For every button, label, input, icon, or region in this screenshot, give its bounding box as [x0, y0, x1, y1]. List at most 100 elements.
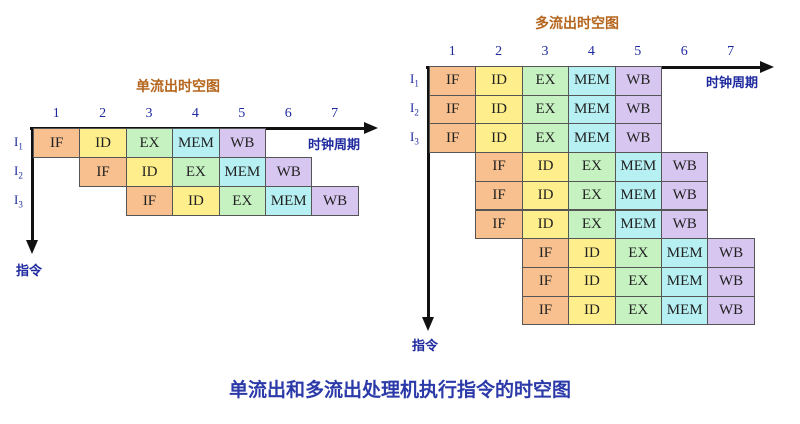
right-stage-if-r9: IF [521, 295, 570, 326]
single-issue-instr-axis-label: 指令 [16, 264, 43, 279]
right-tick-5: 5 [634, 44, 642, 59]
right-stage-id-r6: ID [521, 209, 570, 240]
right-stage-if-r4: IF [475, 152, 523, 182]
right-tick-4: 4 [587, 44, 595, 59]
left-tick-1: 1 [52, 106, 60, 121]
right-stage-ex-r3: EX [521, 123, 570, 154]
right-stage-ex-r6: EX [568, 209, 616, 240]
right-stage-id-r4: ID [521, 152, 570, 182]
right-stage-wb-r1: WB [614, 66, 662, 96]
single-issue-instr-axis [31, 127, 34, 241]
left-stage-mem-r1: MEM [172, 128, 220, 158]
left-stage-id-r3: ID [172, 186, 220, 216]
right-instr-label-3: I3 [410, 129, 419, 147]
right-tick-2: 2 [495, 44, 503, 59]
single-issue-time-axis-label: 时钟周期 [308, 138, 361, 153]
right-instr-label-1: I1 [410, 71, 419, 89]
left-stage-mem-r3: MEM [265, 186, 313, 216]
left-stage-if-r1: IF [33, 128, 81, 158]
right-stage-ex-r9: EX [614, 295, 662, 326]
right-stage-id-r8: ID [568, 266, 616, 297]
instr-letter: I [14, 191, 19, 207]
multi-issue-instr-axis-arrow [422, 317, 434, 331]
left-stage-mem-r2: MEM [218, 157, 266, 187]
right-stage-if-r6: IF [475, 209, 523, 240]
instr-index: 3 [18, 199, 23, 210]
right-stage-ex-r8: EX [614, 266, 662, 297]
instr-letter: I [14, 133, 19, 149]
right-stage-id-r5: ID [521, 180, 570, 211]
right-stage-id-r3: ID [475, 123, 523, 154]
right-stage-mem-r6: MEM [614, 209, 662, 240]
right-stage-id-r2: ID [475, 94, 523, 125]
right-stage-ex-r7: EX [614, 238, 662, 268]
multi-issue-instr-axis-label: 指令 [412, 339, 439, 354]
left-stage-wb-r2: WB [265, 157, 313, 187]
left-stage-wb-r1: WB [218, 128, 266, 158]
instr-index: 3 [414, 136, 419, 147]
right-stage-ex-r5: EX [568, 180, 616, 211]
right-stage-if-r3: IF [429, 123, 477, 154]
right-stage-mem-r3: MEM [568, 123, 616, 154]
right-stage-wb-r4: WB [661, 152, 709, 182]
instr-letter: I [410, 71, 415, 87]
right-instr-label-2: I2 [410, 100, 419, 118]
instr-letter: I [410, 100, 415, 116]
right-stage-id-r1: ID [475, 66, 523, 96]
single-issue-time-axis-arrow [364, 122, 378, 134]
left-stage-wb-r3: WB [311, 186, 359, 216]
right-tick-1: 1 [448, 44, 456, 59]
right-tick-3: 3 [541, 44, 549, 59]
right-stage-wb-r3: WB [614, 123, 662, 154]
multi-issue-time-axis-label: 时钟周期 [706, 76, 759, 91]
left-stage-ex-r2: EX [172, 157, 220, 187]
right-stage-ex-r4: EX [568, 152, 616, 182]
left-instr-label-2: I2 [14, 163, 23, 181]
right-stage-ex-r1: EX [521, 66, 570, 96]
single-issue-title: 单流出时空图 [136, 79, 220, 95]
right-stage-mem-r1: MEM [568, 66, 616, 96]
right-stage-wb-r2: WB [614, 94, 662, 125]
instr-index: 2 [414, 107, 419, 118]
left-stage-if-r2: IF [79, 157, 127, 187]
right-stage-if-r1: IF [429, 66, 477, 96]
instr-letter: I [410, 128, 415, 144]
instr-index: 2 [18, 170, 23, 181]
left-stage-ex-r3: EX [218, 186, 266, 216]
left-tick-2: 2 [99, 106, 107, 121]
figure-caption: 单流出和多流出处理机执行指令的时空图 [228, 379, 571, 401]
right-tick-7: 7 [727, 44, 735, 59]
single-issue-instr-axis-arrow [26, 240, 38, 254]
right-stage-if-r2: IF [429, 94, 477, 125]
right-stage-id-r7: ID [568, 238, 616, 268]
right-stage-if-r7: IF [521, 238, 570, 268]
left-stage-ex-r1: EX [125, 128, 174, 158]
right-stage-wb-r5: WB [661, 180, 709, 211]
right-stage-mem-r8: MEM [661, 266, 709, 297]
left-stage-id-r1: ID [79, 128, 127, 158]
left-tick-7: 7 [331, 106, 339, 121]
right-stage-wb-r7: WB [707, 238, 755, 268]
left-stage-if-r3: IF [125, 186, 174, 216]
left-tick-3: 3 [145, 106, 153, 121]
instr-letter: I [14, 162, 19, 178]
left-stage-id-r2: ID [125, 157, 174, 187]
multi-issue-instr-axis [427, 66, 430, 318]
right-stage-mem-r4: MEM [614, 152, 662, 182]
right-stage-wb-r8: WB [707, 266, 755, 297]
right-stage-wb-r6: WB [661, 209, 709, 240]
right-stage-id-r9: ID [568, 295, 616, 326]
left-instr-label-1: I1 [14, 134, 23, 152]
right-stage-ex-r2: EX [521, 94, 570, 125]
left-tick-4: 4 [191, 106, 199, 121]
left-tick-5: 5 [238, 106, 246, 121]
right-stage-mem-r2: MEM [568, 94, 616, 125]
left-tick-6: 6 [284, 106, 292, 121]
instr-index: 1 [18, 141, 23, 152]
multi-issue-time-axis-arrow [760, 61, 774, 73]
instr-index: 1 [414, 78, 419, 89]
right-stage-mem-r5: MEM [614, 180, 662, 211]
right-stage-mem-r9: MEM [661, 295, 709, 326]
right-stage-mem-r7: MEM [661, 238, 709, 268]
right-stage-wb-r9: WB [707, 295, 755, 326]
